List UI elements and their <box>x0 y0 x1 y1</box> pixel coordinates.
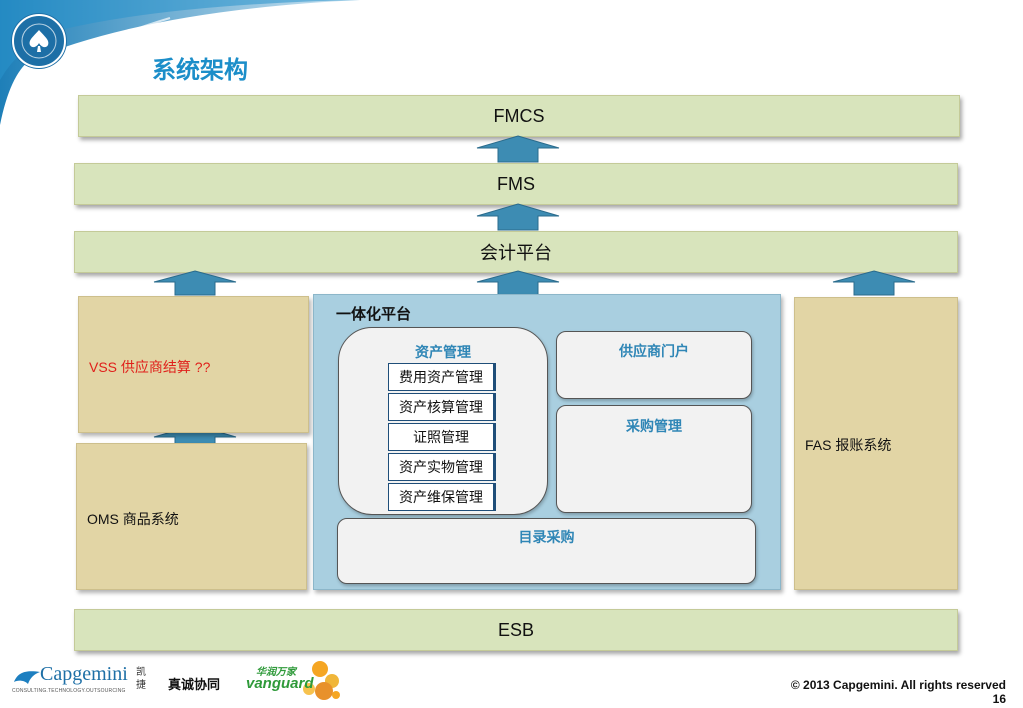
slogan: 真诚协同 <box>168 678 221 693</box>
integrated-platform: 一体化平台 资产管理 费用资产管理 资产核算管理 证照管理 资产实物管理 资产维… <box>313 294 781 590</box>
arrow-up-icon <box>476 203 560 231</box>
catalog-procurement-label: 目录采购 <box>518 530 575 546</box>
page-number: 16 <box>992 692 1006 706</box>
procurement-module: 采购管理 <box>556 405 752 513</box>
arrow-up-icon <box>832 270 916 296</box>
vss-system: VSS 供应商结算 ?? <box>78 296 309 433</box>
vanguard-chinese-name: 华润万家 <box>256 667 296 678</box>
supplier-portal-label: 供应商门户 <box>619 344 689 360</box>
vanguard-wordmark: vanguard <box>246 675 314 692</box>
capgemini-tagline: CONSULTING.TECHNOLOGY.OUTSOURCING <box>12 688 126 694</box>
corner-swoosh <box>0 0 360 125</box>
procurement-label: 采购管理 <box>626 419 682 435</box>
fas-label: FAS 报账系统 <box>805 437 892 453</box>
arrow-up-icon <box>153 270 237 296</box>
oms-system: OMS 商品系统 <box>76 443 307 590</box>
fas-system: FAS 报账系统 <box>794 297 958 590</box>
asset-management-label: 资产管理 <box>415 345 471 361</box>
capgemini-chinese-name: 凯捷 <box>136 667 146 691</box>
supplier-portal-module: 供应商门户 <box>556 331 752 399</box>
vss-label: VSS 供应商结算 ?? <box>89 359 211 375</box>
capgemini-logo: Capgemini CONSULTING.TECHNOLOGY.OUTSOURC… <box>12 662 162 698</box>
physical-asset-item: 资产实物管理 <box>388 453 496 481</box>
asset-management-module: 资产管理 费用资产管理 资产核算管理 证照管理 资产实物管理 资产维保管理 <box>338 327 548 515</box>
fmcs-layer: FMCS <box>78 95 960 137</box>
capgemini-spade-icon <box>14 671 40 684</box>
asset-maintenance-item: 资产维保管理 <box>388 483 496 511</box>
vanguard-logo: 华润万家 vanguard <box>246 659 341 703</box>
slide-title: 系统架构 <box>152 56 248 84</box>
arrow-up-icon <box>476 135 560 163</box>
vanguard-dots-icon <box>303 661 340 700</box>
platform-title: 一体化平台 <box>336 305 412 323</box>
catalog-procurement-module: 目录采购 <box>337 518 756 584</box>
oms-label: OMS 商品系统 <box>87 511 179 527</box>
fms-layer: FMS <box>74 163 958 205</box>
copyright-notice: © 2013 Capgemini. All rights reserved <box>790 678 1006 692</box>
license-item: 证照管理 <box>388 423 496 451</box>
capgemini-wordmark: Capgemini <box>40 663 128 685</box>
company-seal-icon <box>12 14 66 68</box>
accounting-platform-layer: 会计平台 <box>74 231 958 273</box>
esb-layer: ESB <box>74 609 958 651</box>
arrow-up-icon <box>476 270 560 296</box>
asset-accounting-item: 资产核算管理 <box>388 393 496 421</box>
expense-asset-item: 费用资产管理 <box>388 363 496 391</box>
